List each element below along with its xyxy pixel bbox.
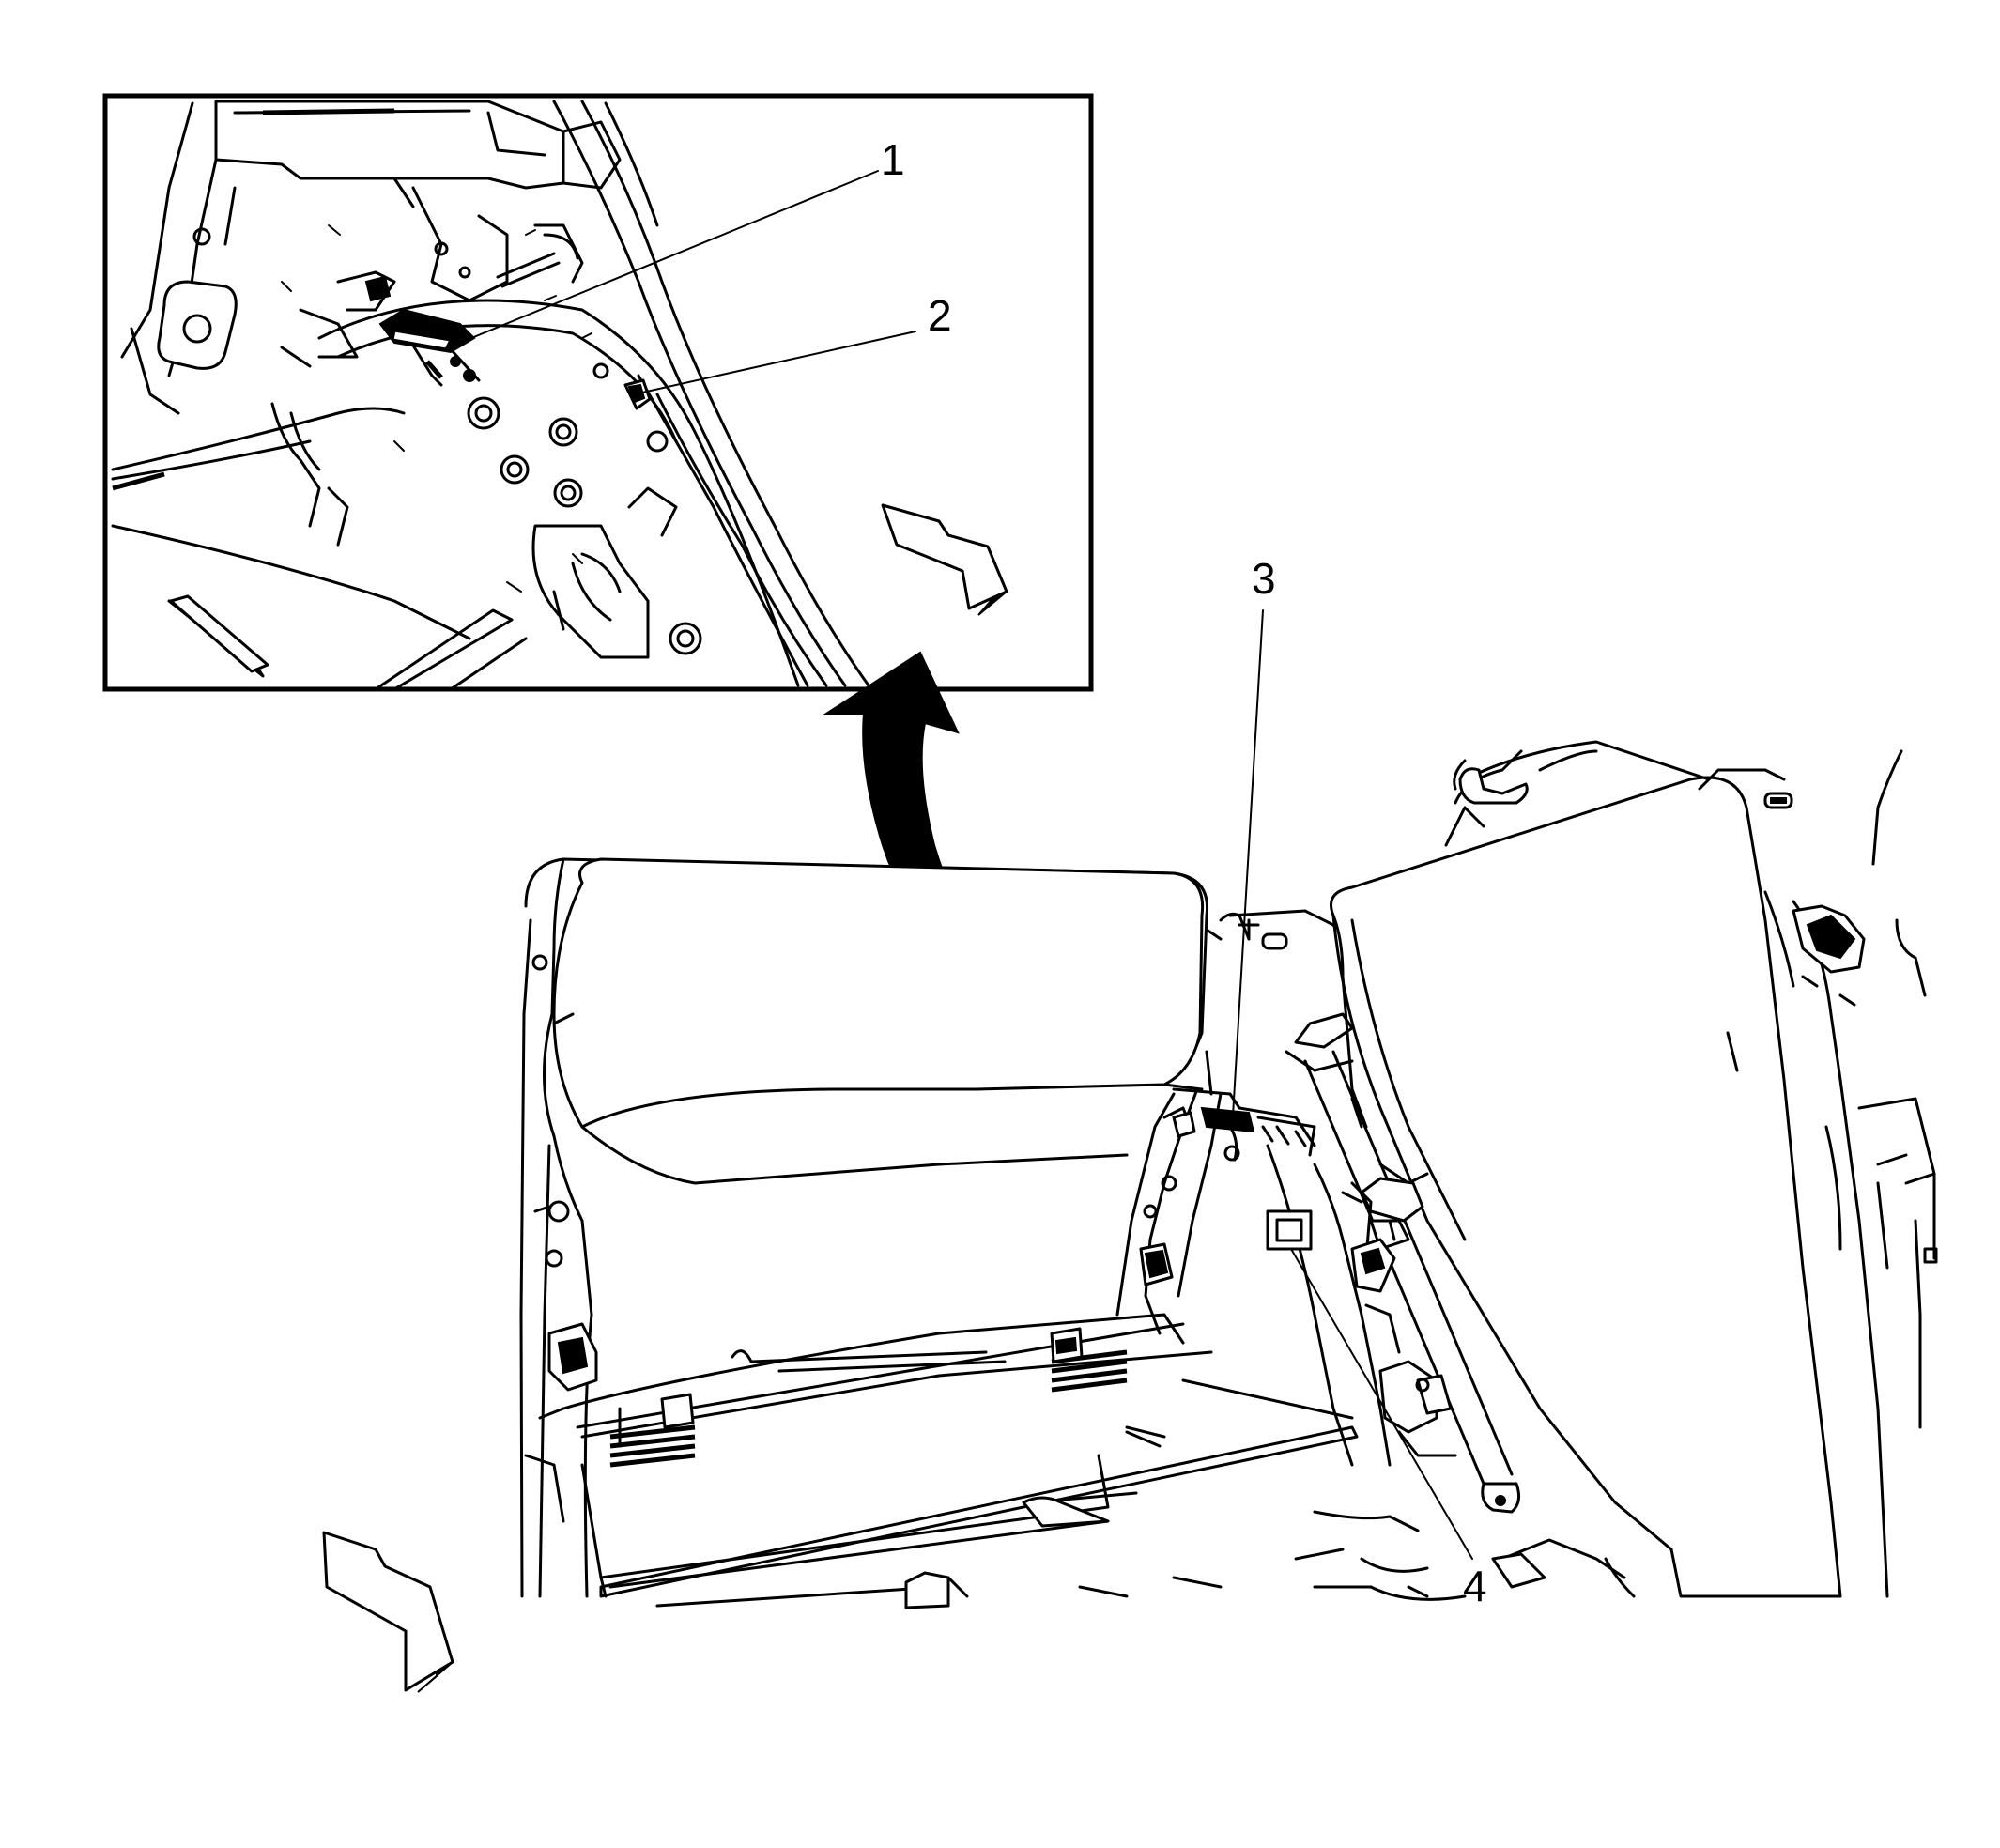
inset-drawing (111, 100, 870, 687)
callout-2: 2 (928, 291, 952, 340)
callout-1: 1 (881, 135, 905, 184)
callout-3: 3 (1252, 554, 1276, 603)
inset-forward-arrow-icon (881, 503, 1008, 616)
inset-frame (102, 93, 1094, 692)
callout-4: 4 (1463, 1562, 1487, 1610)
leader-line-2 (641, 331, 916, 393)
leader-line-1 (459, 170, 879, 344)
inset-detail-view (102, 93, 1094, 692)
main-cargo-view (519, 740, 1938, 1609)
main-forward-arrow-icon (322, 1531, 454, 1693)
leader-line-3 (1231, 609, 1264, 1132)
trim-clip-item-4 (1266, 1209, 1313, 1251)
sill-vents (609, 1349, 1128, 1468)
leader-line-4 (1290, 1248, 1473, 1560)
